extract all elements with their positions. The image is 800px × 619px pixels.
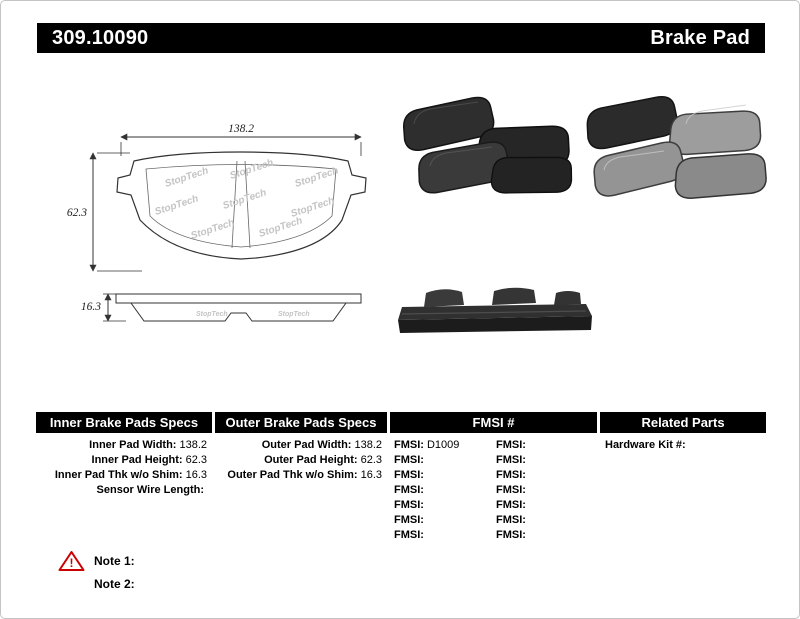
fmsi-label: FMSI: bbox=[496, 439, 526, 451]
spec-row: Sensor Wire Length: bbox=[36, 483, 207, 498]
fmsi-label: FMSI: bbox=[496, 529, 526, 541]
spec-row: Outer Pad Width:138.2 bbox=[215, 438, 382, 453]
notes-section: ! Note 1: Note 2: bbox=[58, 550, 135, 596]
fmsi-row: FMSI: bbox=[496, 468, 594, 483]
fmsi-label: FMSI: bbox=[394, 484, 424, 496]
warning-triangle-icon: ! bbox=[58, 550, 85, 572]
fmsi-label: FMSI: bbox=[394, 514, 424, 526]
fmsi-row: FMSI: bbox=[394, 453, 492, 468]
spec-value: 138.2 bbox=[354, 439, 382, 451]
fmsi-row: FMSI: bbox=[394, 468, 492, 483]
pad-side-view: StopTech StopTech bbox=[115, 293, 362, 322]
pad-front-view: StopTech StopTech StopTech StopTech Stop… bbox=[116, 151, 367, 260]
dimension-height: 62.3 bbox=[67, 152, 142, 272]
fmsi-label: FMSI: bbox=[496, 454, 526, 466]
fmsi-row: FMSI: bbox=[394, 513, 492, 528]
fmsi-label: FMSI: bbox=[496, 484, 526, 496]
spec-label: Inner Pad Width: bbox=[89, 439, 177, 451]
spec-label: Inner Pad Thk w/o Shim: bbox=[54, 469, 183, 481]
related-part-row: Hardware Kit #: bbox=[605, 438, 765, 453]
inner-specs-column: Inner Pad Width:138.2 Inner Pad Height:6… bbox=[36, 438, 207, 498]
watermark-text: StopTech bbox=[278, 311, 310, 318]
watermark-text: StopTech bbox=[196, 311, 228, 318]
dimension-thickness: 16.3 bbox=[81, 293, 126, 322]
spec-label: Sensor Wire Length: bbox=[96, 484, 204, 496]
spec-label: Outer Pad Thk w/o Shim: bbox=[227, 469, 358, 481]
fmsi-right-column: FMSI: FMSI: FMSI: FMSI: FMSI: FMSI: FMSI… bbox=[496, 438, 594, 543]
note-label: Note 2: bbox=[94, 577, 135, 591]
spec-value: 62.3 bbox=[360, 454, 382, 466]
spec-value: 16.3 bbox=[360, 469, 382, 481]
product-photo-pads-right bbox=[585, 95, 769, 205]
product-photo-pads-left bbox=[401, 95, 576, 203]
dim-width-label: 138.2 bbox=[228, 123, 254, 135]
fmsi-row: FMSI: bbox=[496, 513, 594, 528]
fmsi-row: FMSI: bbox=[496, 483, 594, 498]
header-bar: 309.10090 Brake Pad bbox=[37, 23, 765, 53]
spec-row: Outer Pad Thk w/o Shim:16.3 bbox=[215, 468, 382, 483]
product-photos bbox=[398, 95, 769, 333]
outer-specs-column: Outer Pad Width:138.2 Outer Pad Height:6… bbox=[215, 438, 382, 483]
spec-label: Inner Pad Height: bbox=[91, 454, 183, 466]
spec-value: 138.2 bbox=[179, 439, 207, 451]
fmsi-label: FMSI: bbox=[496, 469, 526, 481]
spec-label: Outer Pad Height: bbox=[264, 454, 358, 466]
spec-row: Inner Pad Width:138.2 bbox=[36, 438, 207, 453]
spec-value: 62.3 bbox=[185, 454, 207, 466]
note-row: Note 2: bbox=[58, 573, 135, 595]
fmsi-row: FMSI: bbox=[394, 528, 492, 543]
spec-row: Inner Pad Height:62.3 bbox=[36, 453, 207, 468]
fmsi-row: FMSI: bbox=[394, 498, 492, 513]
outer-specs-header: Outer Brake Pads Specs bbox=[215, 412, 387, 433]
technical-drawing: 138.2 62.3 StopTech StopTech StopTech St… bbox=[67, 123, 367, 322]
product-photo-pads-side bbox=[398, 287, 592, 333]
note-icon-spacer bbox=[58, 573, 85, 595]
fmsi-header: FMSI # bbox=[390, 412, 597, 433]
spec-row: Inner Pad Thk w/o Shim:16.3 bbox=[36, 468, 207, 483]
dim-height-label: 62.3 bbox=[67, 207, 87, 219]
note-row: ! Note 1: bbox=[58, 550, 135, 572]
fmsi-row: FMSI: bbox=[496, 453, 594, 468]
fmsi-label: FMSI: bbox=[394, 454, 424, 466]
svg-text:!: ! bbox=[70, 556, 74, 570]
fmsi-row: FMSI: bbox=[496, 438, 594, 453]
fmsi-label: FMSI: bbox=[394, 439, 424, 451]
fmsi-label: FMSI: bbox=[496, 499, 526, 511]
inner-specs-header: Inner Brake Pads Specs bbox=[36, 412, 212, 433]
fmsi-label: FMSI: bbox=[394, 529, 424, 541]
related-parts-header: Related Parts bbox=[600, 412, 766, 433]
related-parts-column: Hardware Kit #: bbox=[605, 438, 765, 453]
fmsi-row: FMSI: bbox=[394, 483, 492, 498]
spec-value: 16.3 bbox=[185, 469, 207, 481]
fmsi-label: FMSI: bbox=[394, 469, 424, 481]
spec-row: Outer Pad Height:62.3 bbox=[215, 453, 382, 468]
dim-thickness-label: 16.3 bbox=[81, 301, 101, 313]
dimension-width: 138.2 bbox=[120, 123, 362, 156]
note-label: Note 1: bbox=[94, 554, 135, 568]
spec-label: Outer Pad Width: bbox=[261, 439, 352, 451]
fmsi-label: FMSI: bbox=[394, 499, 424, 511]
fmsi-left-column: FMSI:D1009 FMSI: FMSI: FMSI: FMSI: FMSI:… bbox=[394, 438, 492, 543]
fmsi-label: FMSI: bbox=[496, 514, 526, 526]
part-number: 309.10090 bbox=[52, 26, 149, 49]
fmsi-row: FMSI: bbox=[496, 528, 594, 543]
fmsi-row: FMSI: bbox=[496, 498, 594, 513]
fmsi-row: FMSI:D1009 bbox=[394, 438, 492, 453]
related-part-label: Hardware Kit #: bbox=[605, 439, 686, 451]
fmsi-value: D1009 bbox=[426, 439, 460, 451]
product-title: Brake Pad bbox=[650, 26, 750, 49]
